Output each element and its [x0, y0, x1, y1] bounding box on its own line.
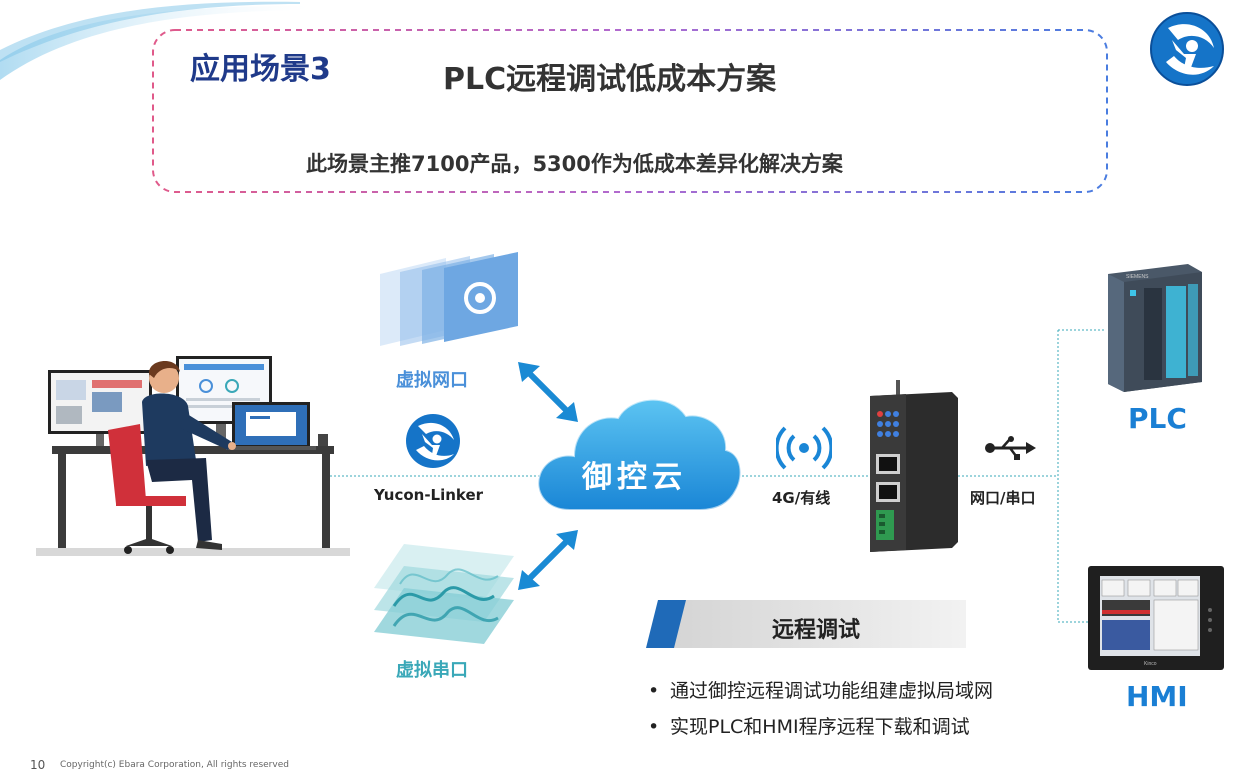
usb-icon: [985, 436, 1036, 460]
svg-text:Kinco: Kinco: [1144, 661, 1157, 667]
virtual-serial-label: 虚拟串口: [396, 660, 468, 681]
hmi-label: HMI: [1126, 680, 1188, 713]
svg-text:SIEMENS: SIEMENS: [1126, 274, 1149, 280]
bidirectional-arrow-icon: [518, 362, 578, 422]
company-logo-icon: [1150, 12, 1224, 86]
gateway-device-icon: [870, 380, 958, 552]
page-number: 10: [30, 758, 46, 772]
bullet-text: 实现PLC和HMI程序远程下载和调试: [670, 716, 970, 738]
remote-debug-bullet: •实现PLC和HMI程序远程下载和调试: [648, 716, 970, 738]
monitor-icon: [48, 370, 152, 446]
hmi-panel-icon: Kinco: [1088, 566, 1224, 670]
bullet-text: 通过御控远程调试功能组建虚拟局域网: [670, 680, 994, 702]
remote-debug-title: 远程调试: [772, 618, 861, 643]
downlink-label: 网口/串口: [970, 489, 1036, 507]
slide-title: PLC远程调试低成本方案: [443, 62, 777, 97]
chair-icon: [108, 424, 186, 554]
plc-label: PLC: [1128, 402, 1187, 435]
virtual-lan-label: 虚拟网口: [396, 370, 468, 391]
virtual-lan-icon: [380, 252, 518, 346]
virtual-serial-icon: [374, 544, 514, 644]
remote-debug-bullet: •通过御控远程调试功能组建虚拟局域网: [648, 680, 994, 702]
uplink-label: 4G/有线: [772, 489, 831, 507]
cloud-icon: [537, 398, 742, 511]
scenario-frame: [152, 29, 1108, 193]
scenario-label: 应用场景3: [190, 52, 331, 87]
plc-device-icon: SIEMENS: [1108, 264, 1202, 392]
workstation-illustration: [36, 356, 350, 556]
person-icon: [142, 360, 236, 550]
copyright-notice: Copyright(c) Ebara Corporation, All righ…: [60, 760, 289, 770]
bidirectional-arrow-icon: [518, 530, 578, 590]
remote-debug-header: [646, 600, 966, 648]
yucon-linker-label: Yucon-Linker: [374, 486, 484, 504]
wireless-signal-icon: [776, 426, 832, 470]
yucon-linker-icon: [406, 414, 460, 468]
cloud-label: 御控云: [582, 460, 687, 495]
subtitle: 此场景主推7100产品，5300作为低成本差异化解决方案: [306, 152, 843, 176]
